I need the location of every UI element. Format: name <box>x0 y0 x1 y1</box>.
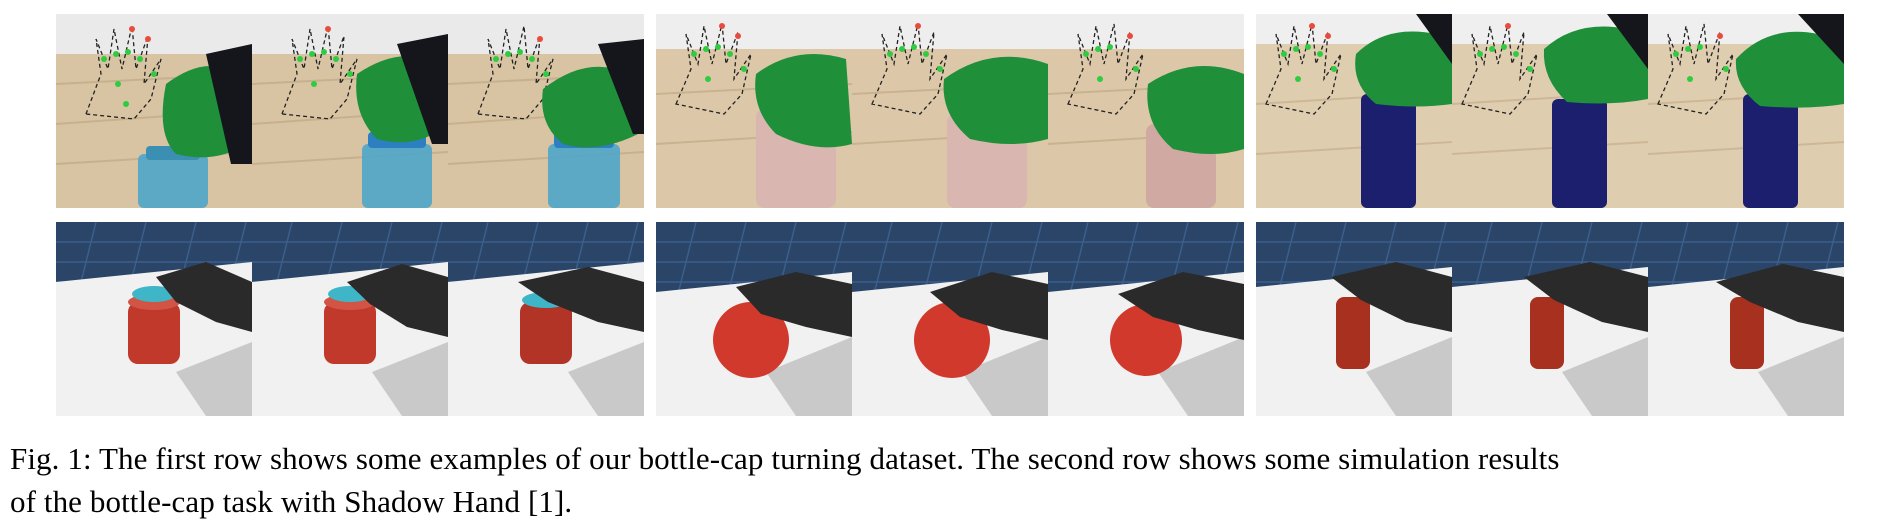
dataset-group-pink-bottle <box>656 14 1244 208</box>
dataset-frame <box>56 14 252 208</box>
figure-caption: Fig. 1: The first row shows some example… <box>10 437 1885 523</box>
sim-frame <box>56 222 252 416</box>
sim-frame <box>252 222 448 416</box>
dataset-frame <box>1256 14 1452 208</box>
sim-frame <box>1452 222 1648 416</box>
sim-frame <box>1256 222 1452 416</box>
simulation-results-row <box>56 222 1844 416</box>
figure-1 <box>56 14 1844 416</box>
caption-prefix: Fig. 1: <box>10 441 92 476</box>
sim-frame <box>1648 222 1844 416</box>
sim-group-sphere <box>656 222 1244 416</box>
sim-frame <box>852 222 1048 416</box>
dataset-group-blue-bottle <box>1256 14 1844 208</box>
caption-line-2: of the bottle-cap task with Shadow Hand … <box>10 484 573 519</box>
dataset-frame <box>852 14 1048 208</box>
sim-frame <box>656 222 852 416</box>
sim-frame <box>448 222 644 416</box>
dataset-frame <box>448 14 644 208</box>
dataset-frame <box>1648 14 1844 208</box>
dataset-frame <box>252 14 448 208</box>
caption-text-1: The first row shows some examples of our… <box>98 441 1560 476</box>
dataset-frame <box>1048 14 1244 208</box>
dataset-frame <box>656 14 852 208</box>
sim-frame <box>1048 222 1244 416</box>
dataset-frame <box>1452 14 1648 208</box>
dataset-examples-row <box>56 14 1844 208</box>
sim-group-bottle <box>1256 222 1844 416</box>
sim-group-jar <box>56 222 644 416</box>
caption-line-1: Fig. 1: The first row shows some example… <box>10 437 1885 480</box>
dataset-group-clear-bottle <box>56 14 644 208</box>
